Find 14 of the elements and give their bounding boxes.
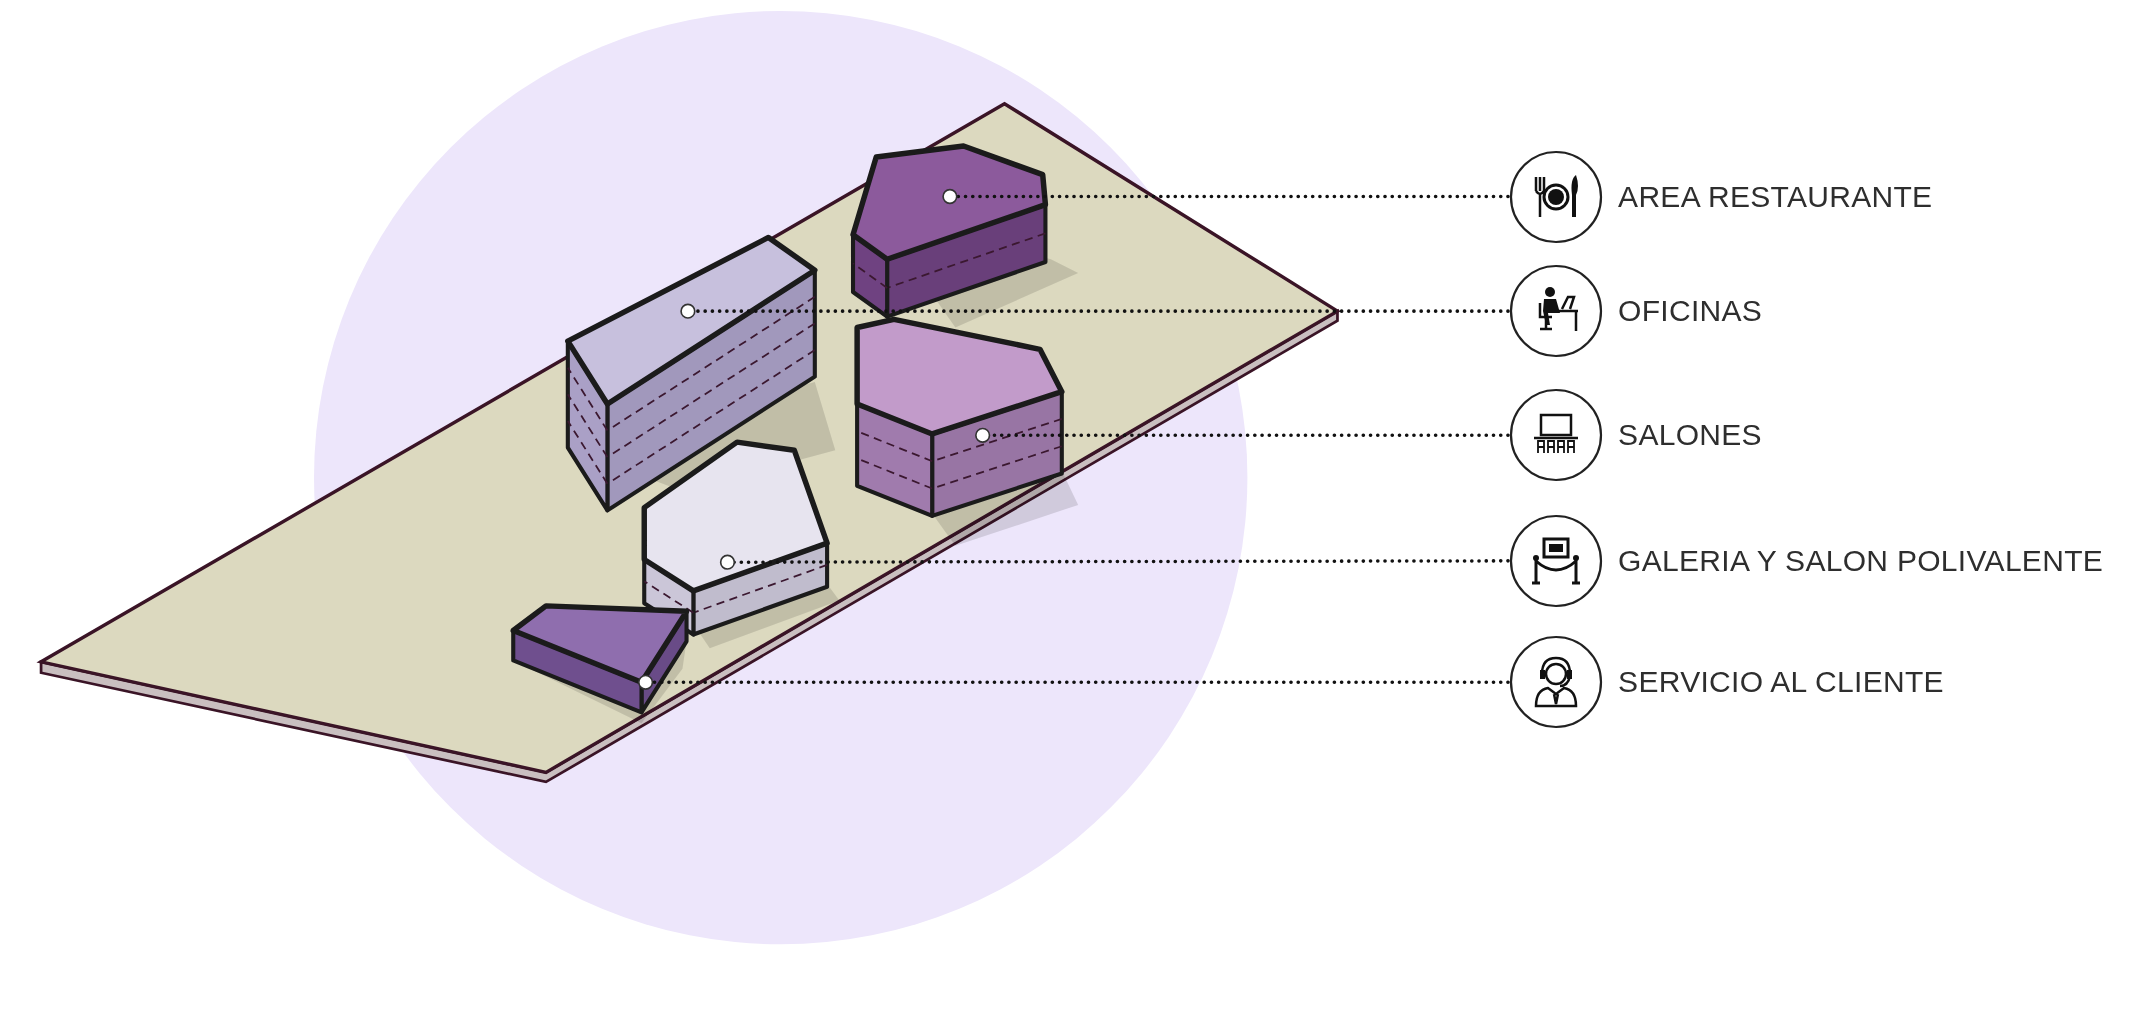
- area-label: SERVICIO AL CLIENTE: [1618, 665, 1944, 700]
- area-label: OFICINAS: [1618, 294, 1763, 329]
- leader-line: [637, 674, 1510, 690]
- building-block: [641, 439, 840, 649]
- leader-line: [719, 554, 1510, 570]
- leader-line: [942, 188, 1510, 205]
- area-label: GALERIA Y SALON POLIVALENTE: [1618, 543, 2104, 578]
- building-block: [510, 603, 690, 724]
- area-label: SALONES: [1618, 418, 1762, 453]
- building-block: [854, 316, 1079, 546]
- leader-line: [680, 303, 1510, 319]
- leader-line: [975, 427, 1510, 443]
- building-block: [850, 143, 1079, 328]
- area-label: AREA RESTAURANTE: [1618, 179, 1933, 214]
